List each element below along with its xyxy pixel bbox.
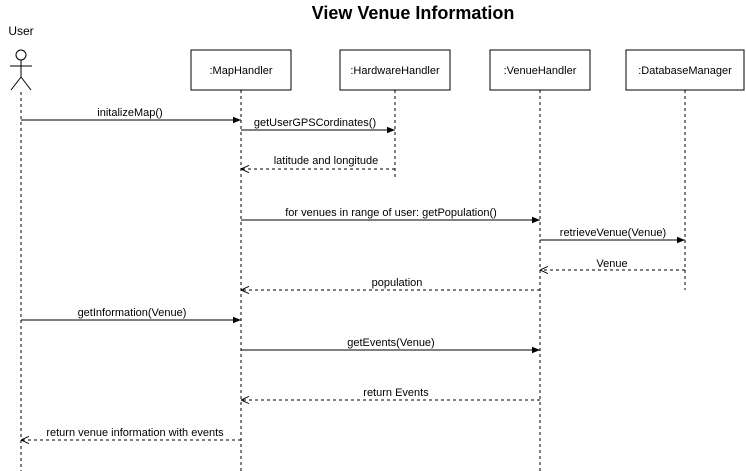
message-label-retrievevenue: retrieveVenue(Venue): [560, 227, 666, 239]
participant-box-databasemanager: [625, 49, 745, 91]
actor-label-user: User: [8, 24, 33, 38]
message-label-initalizemap: initalizeMap(): [97, 107, 162, 119]
participant-label-databasemanager: :DatabaseManager: [638, 65, 732, 77]
participant-label-hardwarehandler: :HardwareHandler: [350, 65, 440, 77]
message-label-venue-return: Venue: [596, 258, 627, 270]
message-label-getusergpscordinates: getUserGPSCordinates(): [254, 117, 376, 129]
message-label-getpopulation: for venues in range of user: getPopulati…: [285, 207, 497, 219]
participant-label-maphandler: :MapHandler: [210, 65, 273, 77]
actor-stick-figure-icon: [10, 49, 32, 91]
message-label-return-venue-information: return venue information with events: [46, 427, 224, 439]
participant-box-venuehandler: [489, 49, 591, 91]
message-label-latitude-longitude: latitude and longitude: [274, 155, 379, 167]
participant-box-maphandler: [190, 49, 292, 91]
message-label-return-events: return Events: [363, 387, 429, 399]
participant-box-hardwarehandler: [339, 49, 451, 91]
diagram-title: View Venue Information: [312, 3, 515, 23]
message-label-getinformation: getInformation(Venue): [78, 307, 187, 319]
participant-label-venuehandler: :VenueHandler: [504, 65, 577, 77]
message-label-population: population: [372, 277, 423, 289]
message-label-getevents: getEvents(Venue): [347, 337, 434, 349]
